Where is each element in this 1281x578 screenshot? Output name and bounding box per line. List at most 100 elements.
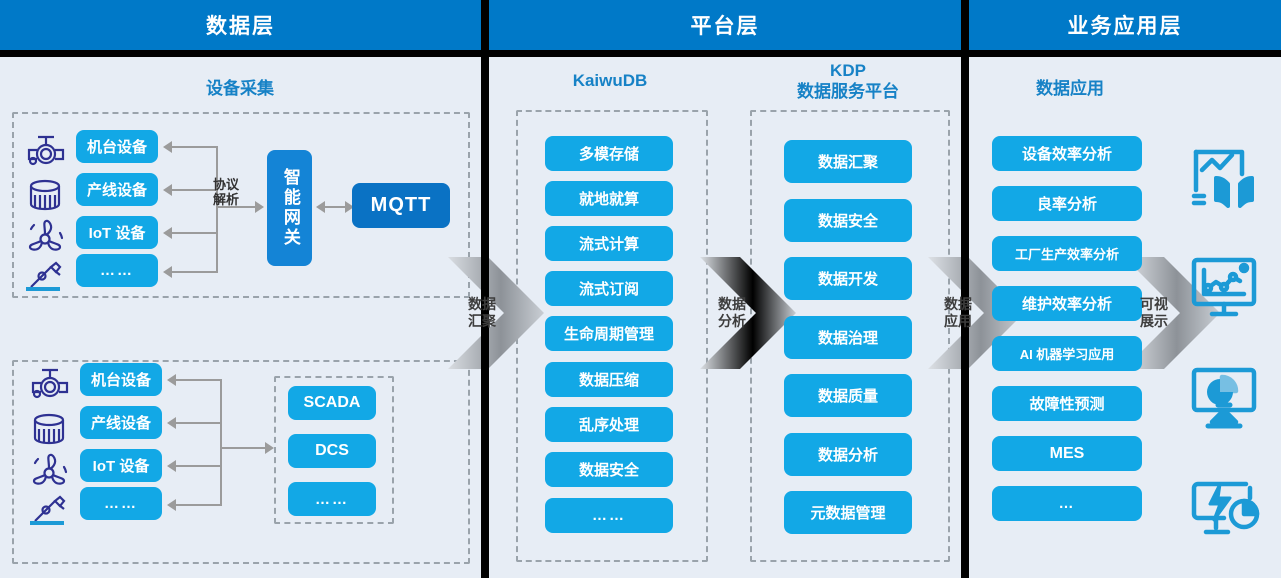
kaiwudb-pill-7[interactable]: 数据安全 xyxy=(545,452,673,487)
header-rule-platform xyxy=(489,50,961,57)
kdp-pill-2[interactable]: 数据开发 xyxy=(784,257,912,300)
device-pill-line-bottom[interactable]: 产线设备 xyxy=(80,406,162,439)
valve-icon-bottom xyxy=(26,364,72,404)
chart-book-icon xyxy=(1186,140,1262,214)
kdp-pill-6[interactable]: 元数据管理 xyxy=(784,491,912,534)
arrow-label-line1-2: 数据 xyxy=(944,296,972,312)
section-title-kdp: KDP 数据服务平台 xyxy=(760,60,936,103)
system-pill-scada[interactable]: SCADA xyxy=(288,386,376,420)
kdp-pill-5[interactable]: 数据分析 xyxy=(784,433,912,476)
connector-h-to-gateway xyxy=(216,206,256,208)
arrow-label-line1-1: 数据 xyxy=(718,296,746,312)
mqtt-pill[interactable]: MQTT xyxy=(352,183,450,228)
kaiwudb-pill-5[interactable]: 数据压缩 xyxy=(545,362,673,397)
connector-arrow-iot-top xyxy=(163,227,172,239)
layer-title-application: 业务应用层 xyxy=(1067,15,1183,38)
connector-h-machine-bottom xyxy=(176,379,222,381)
connector-h-iot-bottom xyxy=(176,465,222,467)
app-pill-4[interactable]: AI 机器学习应用 xyxy=(992,336,1142,371)
connector-arrow-iot-bottom xyxy=(167,460,176,472)
kaiwudb-pill-2[interactable]: 流式计算 xyxy=(545,226,673,261)
connector-h-more-bottom xyxy=(176,504,222,506)
kdp-title-line2: 数据服务平台 xyxy=(797,82,899,102)
arrow-label-line1-0: 数据 xyxy=(468,296,496,312)
section-title-data-application: 数据应用 xyxy=(1036,79,1104,98)
arrow-label-line1-3: 可视 xyxy=(1140,296,1168,312)
connector-arrow-machine-bottom xyxy=(167,374,176,386)
gateway-pill[interactable]: 智能网关 xyxy=(267,150,312,266)
header-rule-data xyxy=(0,50,481,57)
app-pill-2[interactable]: 工厂生产效率分析 xyxy=(992,236,1142,271)
connector-arrow-machine-top xyxy=(163,141,172,153)
connector-arrow-mqtt-left xyxy=(316,201,325,213)
divider-data-platform xyxy=(481,0,489,578)
valve-icon xyxy=(22,131,68,171)
connector-h-line-bottom xyxy=(176,422,222,424)
kaiwudb-pill-8[interactable]: …… xyxy=(545,498,673,533)
device-pill-machine-top[interactable]: 机台设备 xyxy=(76,130,158,163)
device-pill-more-top[interactable]: …… xyxy=(76,254,158,287)
monitor-line-chart-icon xyxy=(1186,250,1262,324)
app-pill-3[interactable]: 维护效率分析 xyxy=(992,286,1142,321)
app-pill-6[interactable]: MES xyxy=(992,436,1142,471)
arrow-data-analysis xyxy=(700,253,800,373)
kdp-pill-3[interactable]: 数据治理 xyxy=(784,316,912,359)
system-pill-dcs[interactable]: DCS xyxy=(288,434,376,468)
section-title-device-collection: 设备采集 xyxy=(206,79,274,98)
kaiwudb-pill-0[interactable]: 多模存储 xyxy=(545,136,673,171)
monitor-pie-chart-icon xyxy=(1186,360,1262,434)
arrow-label-data-analysis: 数据 分析 xyxy=(718,296,746,330)
arrow-label-line2-2: 应用 xyxy=(944,312,972,329)
kaiwudb-pill-6[interactable]: 乱序处理 xyxy=(545,407,673,442)
section-title-kaiwudb: KaiwuDB xyxy=(572,71,648,90)
connector-h-iot-top xyxy=(172,232,218,234)
arrow-label-line2-1: 分析 xyxy=(718,312,746,329)
kdp-pill-1[interactable]: 数据安全 xyxy=(784,199,912,242)
connector-h-machine-top xyxy=(172,146,218,148)
connector-arrow-to-gateway xyxy=(255,201,264,213)
header-rule-application xyxy=(969,50,1281,57)
fan-icon-bottom xyxy=(26,452,72,494)
arrow-visualization xyxy=(1124,253,1224,373)
connector-arrow-to-systems xyxy=(265,442,274,454)
arrow-label-line2-3: 展示 xyxy=(1140,312,1168,329)
divider-platform-application xyxy=(961,0,969,578)
layer-title-data: 数据层 xyxy=(206,15,275,38)
kdp-title-line1: KDP xyxy=(830,61,866,80)
layer-header-platform: 平台层 xyxy=(489,0,961,50)
device-pill-more-bottom[interactable]: …… xyxy=(80,487,162,520)
arrow-label-line2-0: 汇聚 xyxy=(468,312,496,329)
arrow-label-data-application: 数据 应用 xyxy=(944,296,972,330)
robot-arm-icon-bottom xyxy=(26,492,74,528)
fan-icon xyxy=(22,218,68,260)
app-pill-5[interactable]: 故障性预测 xyxy=(992,386,1142,421)
kaiwudb-pill-1[interactable]: 就地就算 xyxy=(545,181,673,216)
arrow-label-visualization: 可视 展示 xyxy=(1140,296,1168,330)
connector-h-to-systems xyxy=(220,447,266,449)
layer-title-platform: 平台层 xyxy=(690,15,760,38)
arrow-label-data-aggregation: 数据 汇聚 xyxy=(468,296,496,330)
app-pill-1[interactable]: 良率分析 xyxy=(992,186,1142,221)
app-pill-7[interactable]: … xyxy=(992,486,1142,521)
kdp-pill-4[interactable]: 数据质量 xyxy=(784,374,912,417)
app-pill-0[interactable]: 设备效率分析 xyxy=(992,136,1142,171)
robot-arm-icon xyxy=(22,258,70,294)
protocol-parse-line2: 解析 xyxy=(212,191,239,207)
device-pill-iot-bottom[interactable]: IoT 设备 xyxy=(80,449,162,482)
device-group-top-container xyxy=(12,112,470,298)
kaiwudb-pill-3[interactable]: 流式订阅 xyxy=(545,271,673,306)
monitor-energy-icon xyxy=(1186,470,1262,544)
device-pill-machine-bottom[interactable]: 机台设备 xyxy=(80,363,162,396)
kdp-pill-0[interactable]: 数据汇聚 xyxy=(784,140,912,183)
device-pill-line-top[interactable]: 产线设备 xyxy=(76,173,158,206)
connector-arrow-mqtt-right xyxy=(345,201,354,213)
connector-arrow-more-bottom xyxy=(167,499,176,511)
connector-h-more-top xyxy=(172,271,218,273)
device-pill-iot-top[interactable]: IoT 设备 xyxy=(76,216,158,249)
protocol-parse-line1: 协议 xyxy=(212,177,239,192)
connector-arrow-line-top xyxy=(163,184,172,196)
kaiwudb-pill-4[interactable]: 生命周期管理 xyxy=(545,316,673,351)
layer-header-data: 数据层 xyxy=(0,0,481,50)
system-pill-more[interactable]: …… xyxy=(288,482,376,516)
arrow-data-aggregation xyxy=(448,253,548,373)
